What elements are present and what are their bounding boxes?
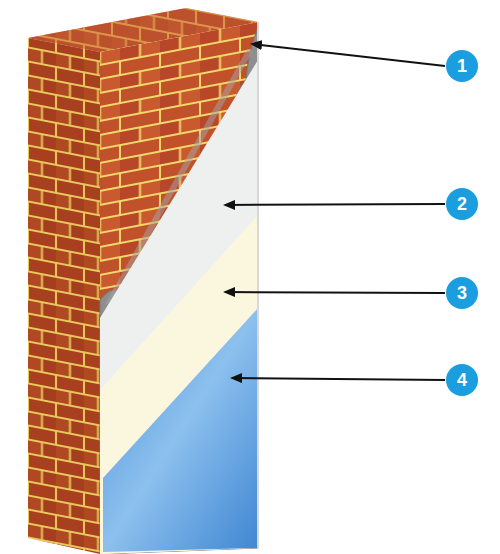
wall-front: [100, 22, 258, 554]
callout-circle: [446, 364, 478, 396]
wall-side: [28, 38, 100, 554]
leader-line: [225, 292, 445, 293]
callout-number: 3: [446, 277, 478, 309]
callout-number: 1: [446, 50, 478, 82]
blue-layer: [103, 308, 258, 552]
white-layer: [100, 60, 258, 554]
callout-circle: [446, 50, 478, 82]
callout-number: 4: [446, 364, 478, 396]
cream-layer: [100, 215, 258, 554]
callout-circle: [446, 277, 478, 309]
leader-line: [232, 378, 445, 380]
plaster-layer: [100, 28, 258, 554]
callout-number: 2: [446, 188, 478, 220]
leader-line: [225, 204, 445, 205]
leader-line: [252, 44, 445, 66]
wall-edge: [257, 22, 259, 548]
callout-circle: [446, 188, 478, 220]
